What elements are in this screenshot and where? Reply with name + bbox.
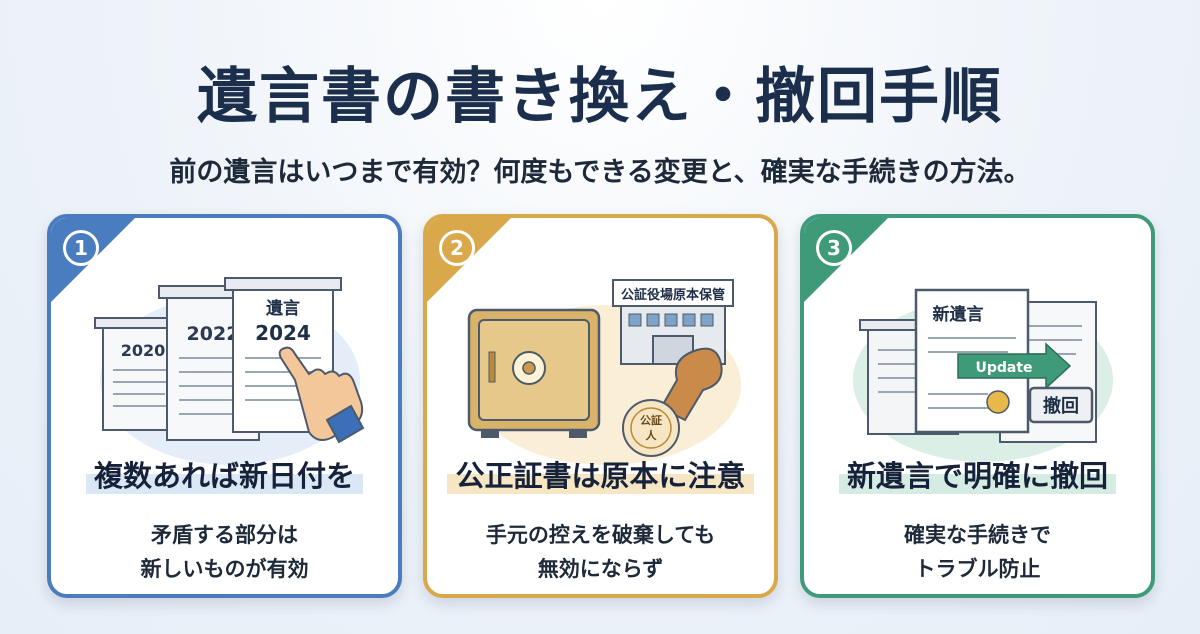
card-corner-accent	[804, 218, 892, 306]
revoke-stamp-icon: 撤回	[1028, 386, 1094, 424]
step-number-badge: 3	[816, 230, 852, 266]
page-subtitle: 前の遺言はいつまで有効？何度もできる変更と、確実な手続きの方法。	[169, 157, 1031, 188]
notary-original-illustration: 公証役場原本保管 公証 人	[467, 279, 741, 465]
step-card-3: 3 新遺言	[800, 214, 1155, 598]
pointing-hand-icon	[278, 346, 365, 444]
notary-seal-stamp-icon: 公証 人	[622, 347, 723, 457]
svg-text:人: 人	[646, 428, 658, 442]
safe-icon	[467, 308, 601, 438]
svg-text:撤回: 撤回	[1043, 395, 1079, 417]
card-description: 確実な手続きで トラブル防止	[904, 523, 1051, 581]
svg-text:公証役場原本保管: 公証役場原本保管	[621, 287, 725, 303]
svg-text:新遺言: 新遺言	[933, 304, 984, 325]
step-number-badge: 1	[63, 230, 99, 266]
svg-text:2020: 2020	[121, 341, 166, 360]
new-will-revocation-illustration: 新遺言 Update 撤回	[853, 288, 1113, 462]
update-arrow-icon: Update	[957, 342, 1072, 390]
card-heading: 新遺言で明確に撤回	[838, 458, 1116, 494]
step-number-badge: 2	[439, 230, 475, 266]
notary-office-building-icon: 公証役場原本保管	[612, 279, 734, 365]
svg-text:Update: Update	[975, 360, 1032, 376]
multiple-wills-illustration: 2020 2022 遺言 2024	[94, 277, 365, 465]
step-card-1: 1 2020 2022 遺言 2024	[47, 214, 402, 598]
card-description: 手元の控えを破棄しても 無効にならず	[485, 523, 716, 581]
svg-text:遺言: 遺言	[266, 298, 300, 319]
card-heading: 複数あれば新日付を	[85, 458, 363, 494]
svg-text:2022: 2022	[187, 323, 240, 345]
step-card-2: 2 公証役場原本保管 公証	[423, 214, 778, 598]
svg-text:公証: 公証	[640, 413, 662, 427]
card-description: 矛盾する部分は 新しいものが有効	[140, 523, 309, 581]
card-corner-accent	[427, 218, 515, 306]
card-corner-accent	[51, 218, 139, 306]
page-title: 遺言書の書き換え・撤回手順	[197, 62, 1003, 132]
card-heading: 公正証書は原本に注意	[447, 458, 754, 494]
svg-text:2024: 2024	[255, 321, 311, 345]
